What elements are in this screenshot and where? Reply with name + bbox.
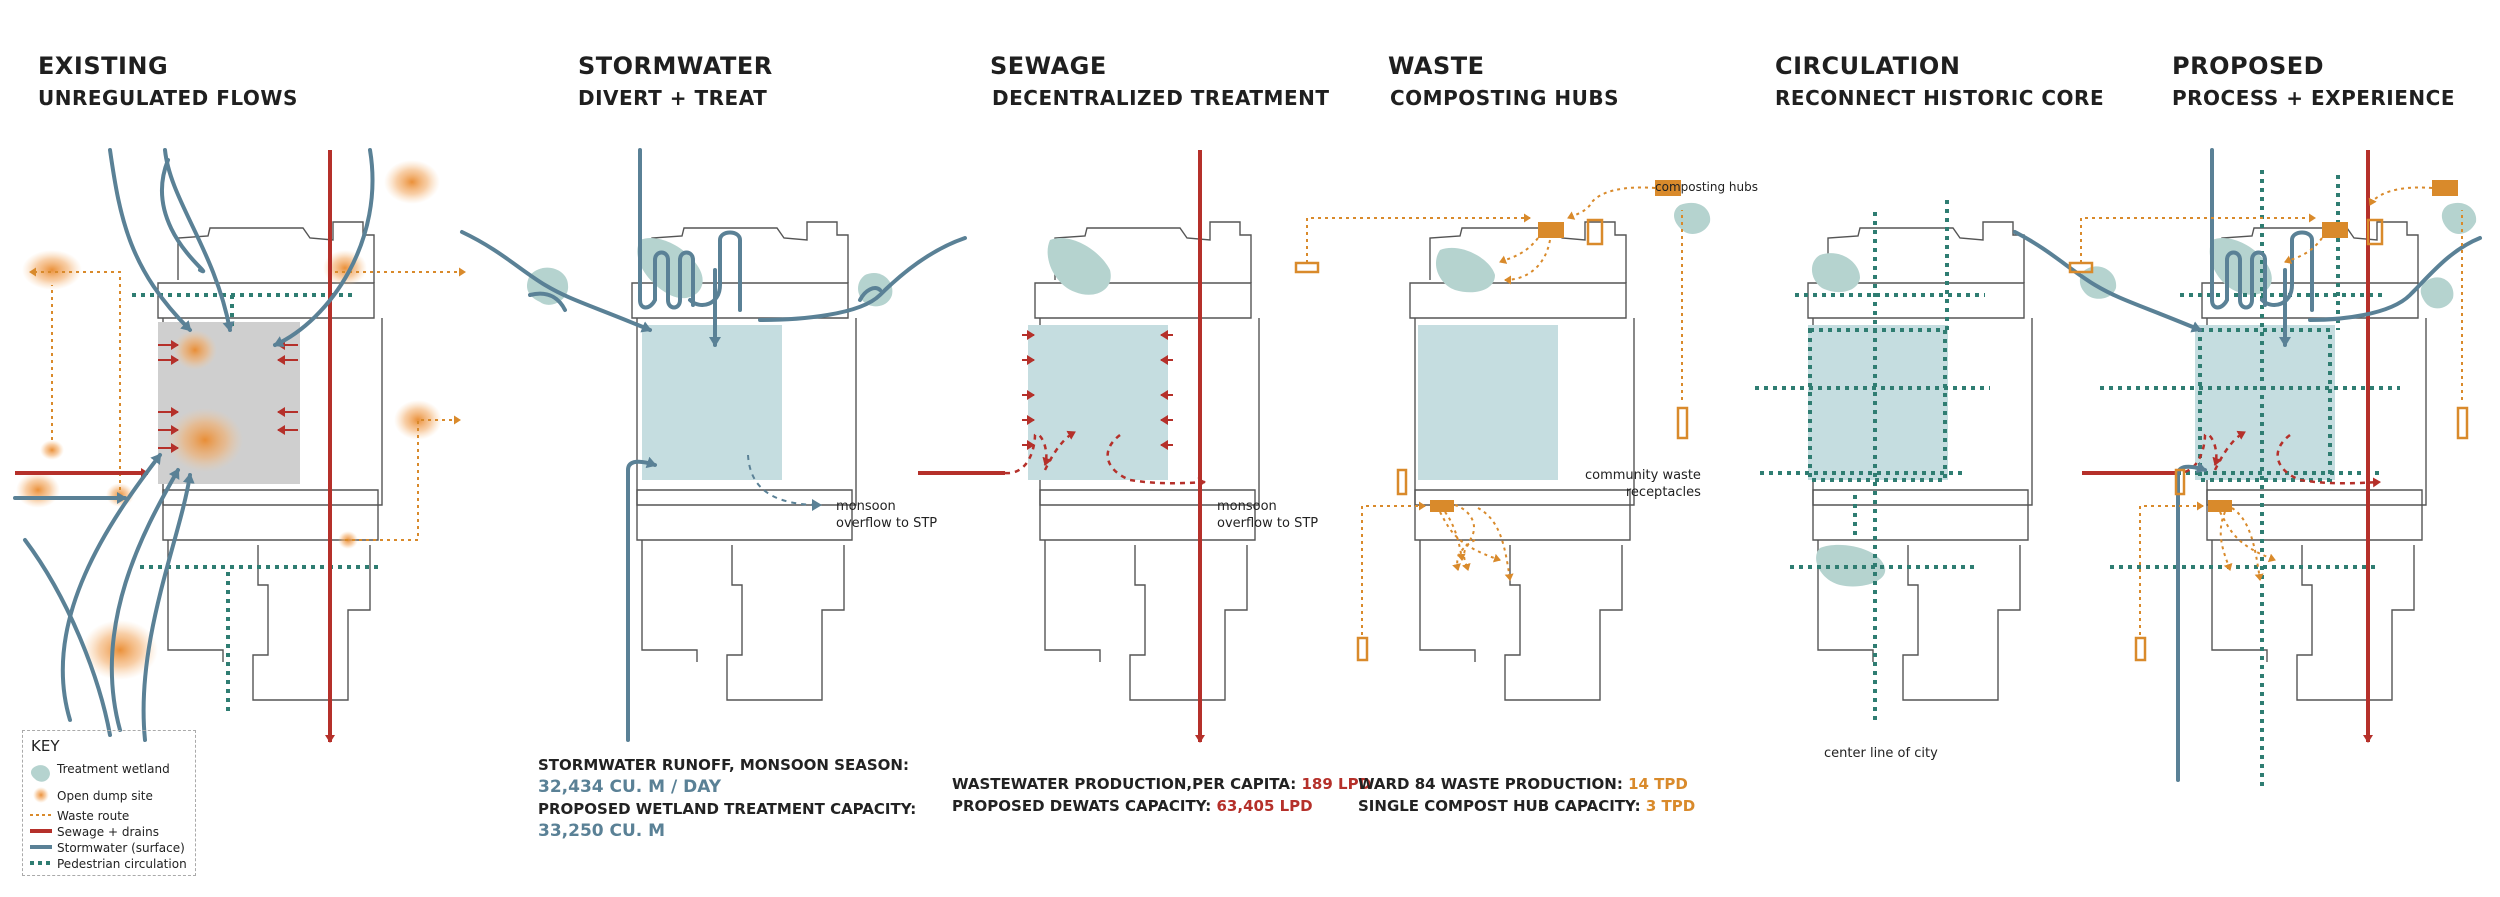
- stormwater-line-icon: [31, 840, 51, 856]
- panel-waste: [1294, 180, 1711, 701]
- panel-title-proposed: PROPOSED: [2172, 52, 2325, 80]
- key-symbols: [30, 765, 52, 865]
- sewage-lines: [918, 150, 1205, 743]
- panel-title-sewage: SEWAGE: [990, 52, 1107, 80]
- legend-label: Waste route: [57, 809, 130, 823]
- treatment-wetland-north: [1435, 247, 1495, 293]
- panel-title-stormwater: STORMWATER: [578, 52, 773, 80]
- stat-wetland-capacity-label: PROPOSED WETLAND TREATMENT CAPACITY:: [538, 800, 917, 818]
- panel-stormwater: [460, 148, 967, 742]
- legend-label: Sewage + drains: [57, 825, 159, 839]
- sewage-arrows: [158, 340, 298, 453]
- panel-title-circulation: CIRCULATION: [1775, 52, 1961, 80]
- stat-wetland-capacity-value: 33,250 CU. M: [538, 821, 666, 841]
- legend-label: Treatment wetland: [57, 762, 170, 776]
- annotation-community-waste: community waste receptacles: [1585, 468, 1701, 500]
- panel-subtitle-proposed: PROCESS + EXPERIENCE: [2172, 86, 2455, 110]
- panel-title-existing: EXISTING: [38, 52, 169, 80]
- legend-label: Pedestrian circulation: [57, 857, 187, 871]
- stat-ward-value: 14 TPD: [1628, 775, 1688, 793]
- waste-receptacles: [1294, 218, 1689, 662]
- stormwater-lines: [13, 148, 375, 742]
- pedestrian-paths: [1755, 200, 1990, 720]
- key-symbol-wetland: [30, 765, 50, 782]
- stat-ward-label: WARD 84 WASTE PRODUCTION:: [1358, 775, 1623, 793]
- treatment-wetland-north: [1047, 238, 1111, 295]
- sewage-lines: [2082, 150, 2373, 743]
- legend-item-wetland: Treatment wetland: [31, 761, 191, 777]
- stormwater-lines: [460, 148, 967, 742]
- stat-stormwater-runoff-label: STORMWATER RUNOFF, MONSOON SEASON:: [538, 756, 909, 774]
- waste-routes: [1306, 186, 1683, 635]
- compost-hubs: [1430, 180, 1681, 512]
- stat-hub-value: 3 TPD: [1645, 797, 1696, 815]
- sewage-lines: [15, 150, 335, 743]
- building-circulation: [1807, 221, 2033, 701]
- legend-item-dump: Open dump site: [31, 788, 191, 804]
- building-stormwater: [631, 221, 857, 701]
- key-symbol-dump: [33, 787, 49, 803]
- legend-item-ped: Pedestrian circulation: [31, 856, 191, 872]
- treatment-wetland-block: [1808, 325, 1948, 480]
- stormwater-lines: [2013, 148, 2482, 782]
- panel-circulation: [1755, 200, 2033, 720]
- treatment-wetland-south: [1816, 544, 1886, 587]
- sewage-arrows: [1022, 330, 1173, 450]
- stat-dewats-value: 63,405 LPD: [1216, 797, 1313, 815]
- stat-wastewater-label: WASTEWATER PRODUCTION,PER CAPITA:: [952, 775, 1297, 793]
- panel-title-waste: WASTE: [1388, 52, 1485, 80]
- waste-routes: [2080, 186, 2463, 635]
- legend-item-storm: Stormwater (surface): [31, 840, 191, 856]
- sewage-line-icon: [31, 824, 51, 840]
- treatment-wetland-block: [1028, 325, 1168, 480]
- treatment-wetland-block: [1418, 325, 1558, 480]
- stat-hub-capacity: SINGLE COMPOST HUB CAPACITY: 3 TPD: [1358, 797, 1695, 815]
- treatment-wetland-block: [642, 325, 782, 480]
- stat-ward-waste: WARD 84 WASTE PRODUCTION: 14 TPD: [1358, 775, 1688, 793]
- panel-subtitle-circulation: RECONNECT HISTORIC CORE: [1775, 86, 2105, 110]
- panel-existing: [13, 148, 466, 743]
- annotation-center-line: center line of city: [1824, 746, 1938, 761]
- legend-title: KEY: [31, 737, 60, 755]
- stat-dewats: PROPOSED DEWATS CAPACITY: 63,405 LPD: [952, 797, 1313, 815]
- legend-label: Open dump site: [57, 789, 153, 803]
- compost-hubs: [2208, 180, 2458, 512]
- pedestrian-path-icon: [31, 856, 51, 872]
- legend-item-sewage: Sewage + drains: [31, 824, 191, 840]
- stat-hub-label: SINGLE COMPOST HUB CAPACITY:: [1358, 797, 1641, 815]
- panel-proposed: [2013, 148, 2482, 790]
- panel-subtitle-sewage: DECENTRALIZED TREATMENT: [992, 86, 1330, 110]
- sewage-treatment-routes: [1004, 430, 1206, 488]
- annotation-sewage-overflow: monsoon overflow to STP: [1217, 499, 1319, 531]
- legend-item-waste: Waste route: [31, 808, 191, 824]
- treatment-wetland-north: [1811, 253, 1860, 293]
- building-waste: [1409, 221, 1635, 701]
- waste-routes: [29, 267, 466, 541]
- dump-site-icon: [31, 788, 51, 804]
- stat-dewats-label: PROPOSED DEWATS CAPACITY:: [952, 797, 1212, 815]
- panel-subtitle-waste: COMPOSTING HUBS: [1390, 86, 1619, 110]
- stat-wastewater: WASTEWATER PRODUCTION,PER CAPITA: 189 LP…: [952, 775, 1371, 793]
- stat-wastewater-value: 189 LPD: [1301, 775, 1372, 793]
- treatment-wetland-east: [1674, 202, 1711, 234]
- sewage-treatment-routes: [2174, 430, 2381, 488]
- annotation-composting-hubs: composting hubs: [1655, 180, 1758, 194]
- monsoon-overflow-route: [747, 454, 822, 511]
- open-dump-sites: [16, 160, 442, 680]
- panel-subtitle-stormwater: DIVERT + TREAT: [578, 86, 768, 110]
- treatment-wetland-northeast: [2441, 202, 2477, 234]
- panel-sewage: [918, 150, 1260, 743]
- panel-subtitle-existing: UNREGULATED FLOWS: [38, 86, 298, 110]
- stat-stormwater-runoff-value: 32,434 CU. M / DAY: [538, 777, 722, 797]
- legend-label: Stormwater (surface): [57, 841, 185, 855]
- treatment-wetland-block: [2195, 325, 2335, 480]
- legend-key: KEY Treatment wetland Open dump site Was…: [22, 730, 196, 876]
- waste-route-icon: [31, 808, 51, 824]
- annotation-stormwater-overflow: monsoon overflow to STP: [836, 499, 938, 531]
- treatment-wetland-east: [2420, 277, 2454, 309]
- wetland-icon: [31, 761, 51, 777]
- pedestrian-paths: [2100, 170, 2400, 790]
